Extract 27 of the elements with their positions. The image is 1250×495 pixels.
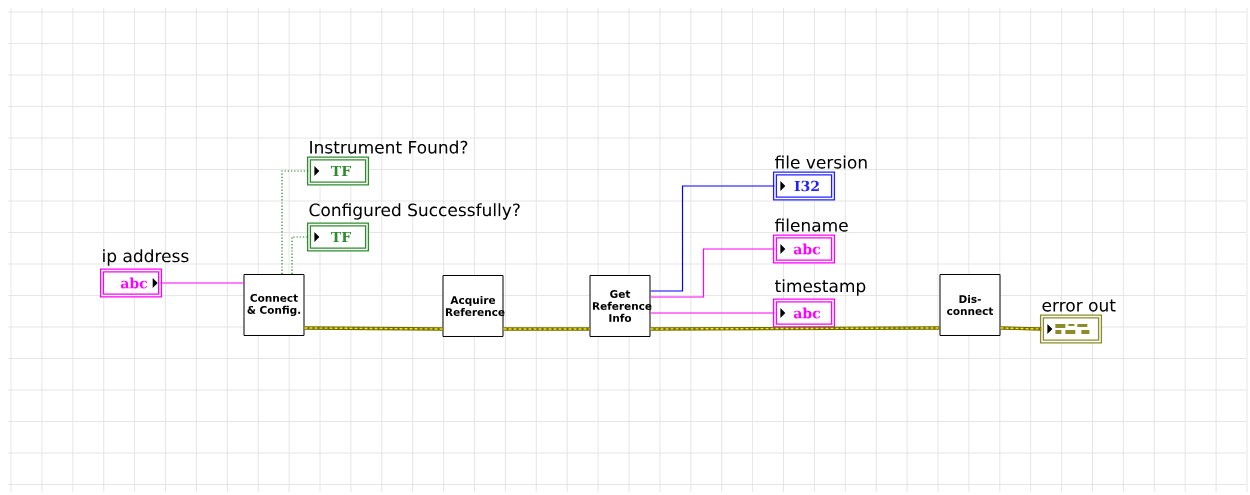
boolean-wire bbox=[281, 170, 309, 275]
terminal-label: Configured Successfully? bbox=[309, 203, 520, 220]
indicator-terminal: abc bbox=[772, 298, 836, 328]
terminal-label: filename bbox=[774, 218, 848, 232]
indicator-terminal: TF bbox=[306, 156, 370, 186]
function-block: Dis- connect bbox=[939, 274, 1001, 336]
data-wire bbox=[649, 185, 775, 292]
terminal-label: error out bbox=[1042, 299, 1116, 312]
boolean-wire bbox=[291, 236, 309, 275]
data-wire bbox=[649, 312, 775, 314]
function-block: Connect & Config. bbox=[243, 274, 305, 336]
error-wire bbox=[502, 327, 591, 331]
error-wire bbox=[303, 326, 444, 331]
function-block: Acquire Reference bbox=[442, 275, 505, 337]
control-terminal: abc bbox=[99, 268, 163, 298]
terminal-label: ip address bbox=[103, 249, 189, 266]
terminal-label: file version bbox=[774, 155, 867, 169]
terminal-label: timestamp bbox=[775, 279, 866, 296]
function-block: Get Reference Info bbox=[589, 275, 652, 337]
terminal-label: Instrument Found? bbox=[310, 140, 468, 154]
indicator-terminal: I32 bbox=[772, 171, 836, 201]
indicator-terminal: abc bbox=[772, 234, 836, 264]
error-wire bbox=[999, 326, 1043, 331]
data-wire bbox=[649, 248, 775, 298]
error-wire bbox=[649, 326, 941, 331]
indicator-terminal: TF bbox=[306, 222, 370, 252]
data-wire bbox=[160, 282, 245, 284]
